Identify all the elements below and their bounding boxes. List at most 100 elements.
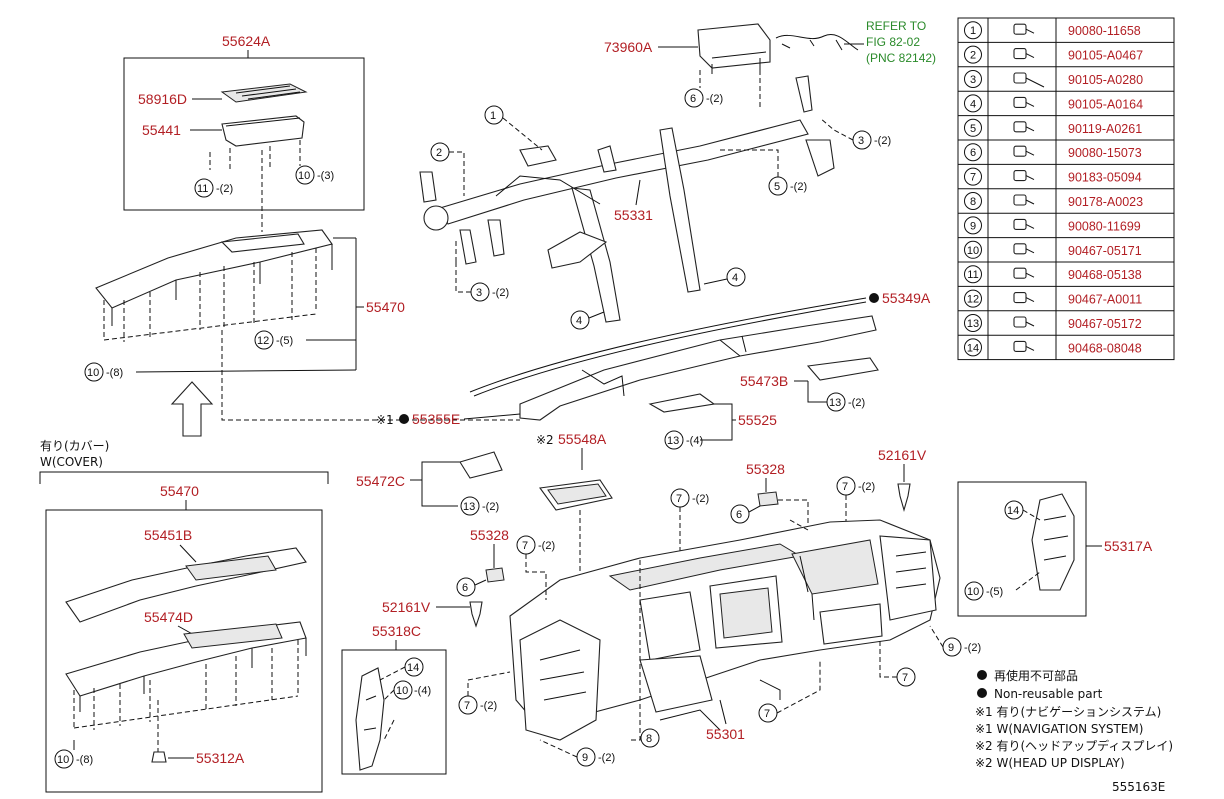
part-55473B[interactable]: 55473B (740, 373, 788, 389)
svg-text:-(2): -(2) (692, 493, 709, 505)
row-number: 1 (970, 25, 976, 37)
fastener-part-number[interactable]: 90080-15073 (1068, 146, 1142, 160)
row-number-circle (964, 45, 982, 64)
non-reusable-dot-icon (869, 293, 879, 303)
bracket-55328-lower-shape (485, 567, 505, 583)
row-number-circle (964, 192, 982, 210)
row-number: 9 (970, 220, 976, 232)
part-55318C[interactable]: 55318C (372, 623, 421, 639)
part-55301[interactable]: 55301 (706, 726, 745, 742)
callout-9-b: 9 -(2) (942, 637, 981, 657)
fastener-part-number[interactable]: 90467-05172 (1068, 317, 1142, 331)
part-55548A[interactable]: 55548A (558, 431, 607, 447)
fastener-part-number[interactable]: 90468-05138 (1068, 268, 1142, 282)
part-58916D[interactable]: 58916D (138, 91, 187, 107)
fastener-part-number[interactable]: 90468-08048 (1068, 341, 1142, 355)
clip-55312A-shape (151, 751, 167, 763)
fastener-part-number[interactable]: 90119-A0261 (1068, 122, 1142, 136)
svg-text:7: 7 (522, 540, 528, 552)
row-number-circle (964, 70, 982, 88)
part-73960A[interactable]: 73960A (604, 39, 653, 55)
row-number-circle (964, 94, 982, 113)
svg-text:-(2): -(2) (538, 540, 555, 552)
part-55451B[interactable]: 55451B (144, 527, 192, 543)
fastener-part-number[interactable]: 90080-11658 (1068, 24, 1141, 38)
console-55474D-shape (65, 621, 307, 712)
part-55317A[interactable]: 55317A (1104, 538, 1153, 554)
fastener-icon (1013, 243, 1035, 255)
clip-52161V-upper-shape (897, 483, 911, 513)
svg-text:-(2): -(2) (706, 93, 723, 105)
part-55355E[interactable]: 55355E (412, 411, 460, 427)
part-55470-cover[interactable]: 55470 (160, 483, 199, 499)
cover-55472C-shape (459, 451, 503, 479)
part-55349A[interactable]: 55349A (882, 290, 931, 306)
svg-text:7: 7 (902, 672, 908, 684)
svg-text:7: 7 (464, 700, 470, 712)
row-number: 8 (970, 196, 976, 208)
callout-13-b: 13 -(4) (664, 430, 703, 450)
svg-text:-(2): -(2) (790, 181, 807, 193)
part-55331[interactable]: 55331 (614, 207, 653, 223)
part-55474D[interactable]: 55474D (144, 609, 193, 625)
fastener-icon (1013, 340, 1035, 352)
svg-text:-(2): -(2) (480, 700, 497, 712)
instrument-panel-55301-shape (509, 519, 941, 741)
legend-s1-en: ※1 W(NAVIGATION SYSTEM) (975, 722, 1143, 736)
svg-text:7: 7 (764, 708, 770, 720)
fastener-icon (1013, 121, 1035, 133)
svg-text:6: 6 (736, 509, 742, 521)
fastener-part-number[interactable]: 90183-05094 (1068, 171, 1142, 185)
part-55328-upper[interactable]: 55328 (746, 461, 785, 477)
svg-text:7: 7 (676, 493, 682, 505)
box-55624A (123, 57, 365, 211)
bracket-55328-upper-shape (757, 491, 779, 507)
part-52161V-lower[interactable]: 52161V (382, 599, 431, 615)
fastener-part-number[interactable]: 90467-05171 (1068, 244, 1142, 258)
svg-text:-(8): -(8) (76, 754, 93, 766)
pocket-55441-shape (221, 115, 305, 147)
svg-text:3: 3 (858, 135, 864, 147)
fastener-part-number[interactable]: 90178-A0023 (1068, 195, 1143, 209)
fastener-part-number[interactable]: 90080-11699 (1068, 219, 1141, 233)
part-55328-lower[interactable]: 55328 (470, 527, 509, 543)
svg-text:-(2): -(2) (598, 752, 615, 764)
refer-line1: REFER TO (866, 19, 926, 33)
table-row: 6 90080-15073 (964, 143, 1142, 162)
part-52161V-upper[interactable]: 52161V (878, 447, 927, 463)
part-55525[interactable]: 55525 (738, 412, 777, 428)
fastener-part-number[interactable]: 90467-A0011 (1068, 293, 1142, 307)
callout-7-a: 7 -(2) (670, 488, 709, 508)
row-number-circle (964, 265, 982, 284)
svg-text:-(2): -(2) (492, 287, 509, 299)
row-number: 6 (970, 147, 976, 159)
refer-line2: FIG 82-02 (866, 35, 920, 49)
callout-3-right: 3 -(2) (852, 130, 891, 150)
part-55470-top[interactable]: 55470 (366, 299, 405, 315)
fastener-part-number[interactable]: 90105-A0280 (1068, 73, 1143, 87)
callout-7-f: 7 (896, 667, 916, 687)
callout-10-low: 10 -(4) (393, 680, 431, 700)
fastener-part-number[interactable]: 90105-A0164 (1068, 97, 1143, 111)
svg-text:-(4): -(4) (686, 435, 703, 447)
fastener-part-number[interactable]: 90105-A0467 (1068, 49, 1143, 63)
callout-4-right: 4 (726, 267, 746, 287)
reinforcement-55331-shape (419, 75, 835, 323)
fastener-icon (1013, 218, 1035, 230)
part-55441[interactable]: 55441 (142, 122, 181, 138)
row-number-circle (964, 143, 982, 162)
part-55472C[interactable]: 55472C (356, 473, 405, 489)
airbag-73960A-shape (697, 23, 771, 74)
callout-1: 1 (484, 105, 504, 125)
svg-text:6: 6 (690, 93, 696, 105)
part-55312A[interactable]: 55312A (196, 750, 245, 766)
part-55624A[interactable]: 55624A (222, 33, 271, 49)
box-55318C (341, 649, 447, 775)
svg-text:13: 13 (829, 397, 841, 409)
svg-text:13: 13 (463, 501, 475, 513)
